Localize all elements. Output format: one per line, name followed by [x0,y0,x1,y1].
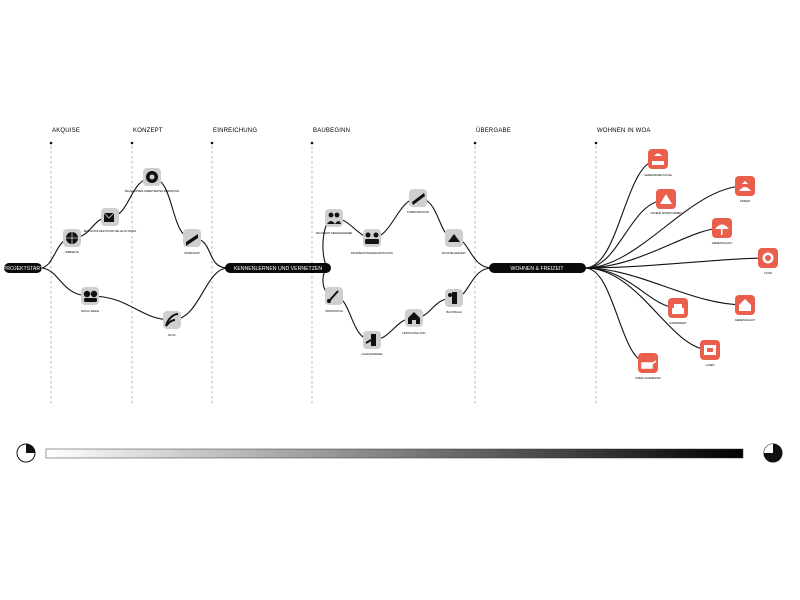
shovel-icon [328,290,339,302]
link-living-store [584,267,711,351]
phase-markers [49,141,598,145]
umbrella-icon [715,224,729,229]
megaphone-icon [412,193,425,205]
progress-scale [16,443,783,463]
svg-text:KINDER: KINDER [740,199,750,203]
outcome-store: LADEN [700,340,720,367]
svg-text:LADEN: LADEN [706,363,715,367]
link-living-open [584,199,667,269]
node-kommunikation: KOMMUNIKATION [407,189,429,214]
watering-can-icon [641,360,657,369]
worker-icon [452,292,457,304]
link-social-blog [89,295,173,321]
svg-text:FOOD: FOOD [764,271,772,275]
gradient-bar [45,448,744,459]
svg-text:FERTIGSTELLUNG: FERTIGSTELLUNG [402,331,425,335]
outcome-cafe: GEMEINSCHAFT [735,295,756,322]
node-results: RESULTATE DER POTENTIELLE NUTZUNG [84,208,137,233]
svg-text:BAUSTELLE: BAUSTELLE [447,310,462,314]
phase-label-konzept: KONZEPT [133,128,163,134]
outcome-umbrella: GEMEINSCHAFT [712,218,733,245]
link-blog-network [171,267,229,321]
svg-text:GEMEINSCHAFT: GEMEINSCHAFT [735,318,756,322]
svg-text:INFORMATIONSVERANSTALTUNG: INFORMATIONSVERANSTALTUNG [351,251,393,255]
house-icon [408,312,420,324]
pill-network: KENNENLERNEN UND VERNETZEN [225,263,331,273]
phase-label-baubeginn: BAUBEGINN [313,128,350,134]
node-ideas: WORKSHOP [183,229,201,255]
link-living-kids [584,185,746,269]
svg-text:WEBSEITE: WEBSEITE [65,250,79,254]
svg-text:OFFENE WOHNFORMEN: OFFENE WOHNFORMEN [651,211,682,215]
phase-label-uebergabe: ÜBERGABE [476,127,511,134]
svg-text:URBAN GARDENING: URBAN GARDENING [635,376,661,380]
hammer-icon [371,334,376,346]
node-social: SOCIAL MEDIA [81,287,100,313]
svg-text:ZIELGRUPPEN-ORIENTIERTES MARKE: ZIELGRUPPEN-ORIENTIERTES MARKETING [125,189,179,193]
outcome-party: GARTENFEST [668,298,688,325]
svg-text:GEMEINSCHAFT: GEMEINSCHAFT [712,241,733,245]
outcome-kitchen: GEMEINSAME KÜCHE [644,149,672,177]
pill-projektstart-label: PROJEKTSTART [3,266,44,272]
svg-text:KOMMUNIKATION: KOMMUNIKATION [407,210,429,214]
svg-text:GARTENFEST: GARTENFEST [669,321,687,325]
svg-text:WORKSHOP: WORKSHOP [184,251,200,255]
phase-label-akquise: AKQUISE [52,128,80,134]
pill-living: WOHNEN & FREIZEIT [489,263,586,273]
outcome-garden: URBAN GARDENING [635,353,661,380]
node-zielgruppen: ZIELGRUPPEN-ORIENTIERTES MARKETING [125,168,179,193]
node-website: WEBSEITE [63,229,81,254]
node-baustelle: BAUSTELLE [445,289,463,314]
link-living-food [584,257,769,269]
meeting-icon [365,232,371,238]
node-spatenstich: SPATENSTICH [325,287,343,313]
outcome-food: FOOD [758,248,778,275]
pill-living-label: WOHNEN & FREIZEIT [510,266,564,272]
group-icon [328,212,334,218]
link-living-umbrella [584,227,723,269]
outcome-open: OFFENE WOHNFORMEN [651,189,682,215]
rocking-horse-icon [739,181,751,191]
node-blog: BLOG [163,311,181,337]
svg-text:SPATENSTICH: SPATENSTICH [325,309,343,313]
link-living-kitchen [584,159,659,269]
cake-icon [672,308,684,314]
svg-text:BAUSTELLENFEST: BAUSTELLENFEST [442,251,466,255]
svg-text:RESULTATE DER POTENTIELLE NUTZ: RESULTATE DER POTENTIELLE NUTZUNG [84,229,137,233]
kitchen-icon [652,153,664,165]
svg-text:SOCIAL MEDIA: SOCIAL MEDIA [81,309,100,313]
pill-network-label: KENNENLERNEN UND VERNETZEN [234,266,322,272]
link-zielgruppen-ideas [151,177,193,239]
open-living-icon [660,194,672,204]
svg-text:BLOG: BLOG [168,333,175,337]
celebration-icon [448,234,460,242]
svg-text:NACHBARN KENNENLERNEN: NACHBARN KENNENLERNEN [316,231,353,235]
node-gleichenfeier: GLEICHENFEIER [362,331,383,356]
svg-text:GLEICHENFEIER: GLEICHENFEIER [362,352,383,356]
phase-label-wohnen: WOHNEN IN WOA [597,128,651,134]
people-icon [83,290,91,298]
node-fertigstellung: FERTIGSTELLUNG [402,309,426,335]
node-infoabend: INFORMATIONSVERANSTALTUNG [351,229,393,255]
link-living-garden [584,267,649,364]
node-nachbarn: NACHBARN KENNENLERNEN [316,209,353,235]
phase-dividers [50,146,597,405]
phase-label-einreichung: EINREICHUNG [213,128,257,134]
pill-projektstart: PROJEKTSTART [3,263,44,273]
svg-text:GEMEINSAME KÜCHE: GEMEINSAME KÜCHE [644,173,672,177]
node-feier: BAUSTELLENFEST [442,229,466,255]
pencil-icon [186,234,198,246]
home-icon [739,299,751,311]
outcome-kids: KINDER [735,176,755,203]
link-living-cafe [584,267,746,306]
